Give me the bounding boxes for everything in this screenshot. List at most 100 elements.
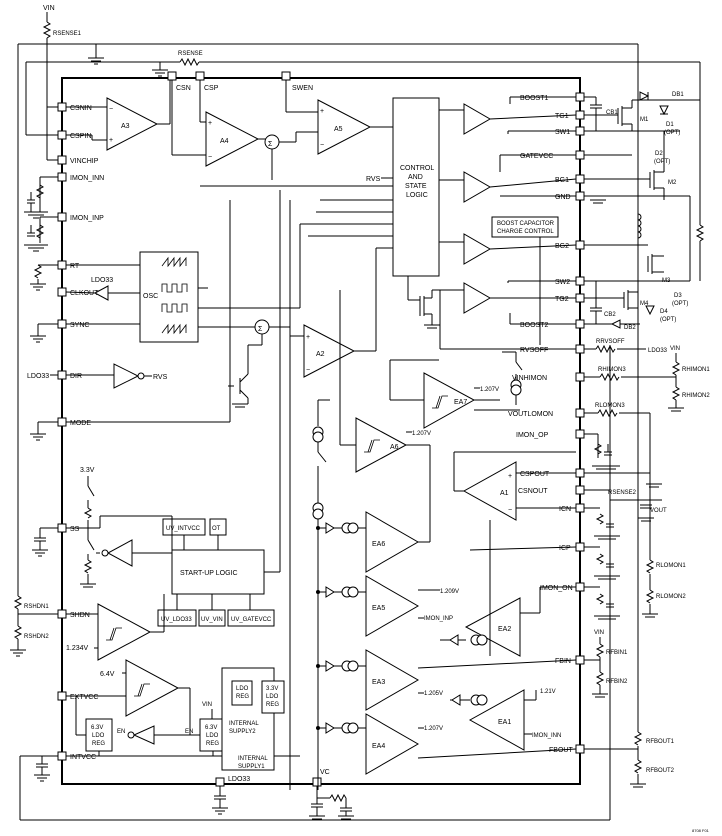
amp-a2: A2 + − [290,247,393,378]
pin-icn: ICN [559,506,571,513]
schematic-label: 1.209V [440,589,459,595]
schematic-label: − [320,142,324,149]
amp-a5: A5 + − [285,80,393,155]
schematic-label: RLOMON1 [656,563,686,569]
schematic-label: 1.205V [424,691,443,697]
schematic-label: RFBIN2 [606,679,628,685]
schematic-label: 3.3V [266,686,278,692]
rshdn2-label: RSHDN2 [24,634,49,640]
schematic-label: EA3 [372,679,385,686]
schematic-label: RHIMON3 [598,367,626,373]
schematic-label: D4 [660,309,668,315]
schematic-label: RSENSE2 [608,490,637,496]
summer-top: Σ [264,131,318,180]
rsense-top-label: RSENSE [178,51,203,57]
schematic-label: + [508,473,512,480]
schematic-label: LDO [92,733,105,739]
pin-bg2: BG2 [555,243,569,250]
schematic-label: Σ [258,326,263,333]
schematic-label: A3 [121,123,130,130]
right-external: RRVSOFF LDO33 VIN RHIMON1 RHIMON2 RHIMON… [584,339,710,833]
schematic-label: 1.207V [424,726,443,732]
schematic-label: RVS [153,374,168,381]
pin-clkout: CLKOUT [70,290,99,297]
amp-ea7: EA7 1.207V [389,359,520,429]
schematic-label: OT [212,526,221,532]
gate-drivers [439,96,577,325]
schematic-label: M4 [640,301,649,307]
summer-lower: Σ [254,319,290,345]
schematic-label: SUPPLY2 [229,729,256,735]
pin-cspout: CSPOUT [520,471,550,478]
schematic-label: REG [92,741,105,747]
pin-gnd: GND [555,194,571,201]
schematic-label: 1.21V [540,689,556,695]
error-amp-couplers [289,200,366,790]
schematic-label: 1.207V [480,387,499,393]
pin-boost1: BOOST1 [520,95,549,102]
amp-a4: A4 + − [171,80,266,167]
schematic-label: RRVSOFF [596,339,625,345]
amp-a6: A6 1.207V [339,290,431,473]
dir-inverter: RVS [66,363,168,389]
pin-fbout: FBOUT [549,747,573,754]
schematic-label: LDO [236,686,249,692]
schematic-label: EA4 [372,743,385,750]
schematic-label: VIN [670,346,680,352]
schematic-label: EA7 [454,399,467,406]
schematic-label: VIN [594,630,604,636]
oscillator: OSC [66,223,312,343]
vin-top-supply: VIN RSENSE1 [42,5,639,560]
boost-cap-control: BOOST CAPACITOR CHARGE CONTROL [491,216,559,345]
pin-icp: ICP [559,545,571,552]
schematic-label: + [320,108,324,115]
pin-intvcc: INTVCC [70,754,96,761]
schematic-label: − [508,507,512,514]
pin-gatevcc: GATEVCC [520,153,553,160]
pin-csn: CSN [176,85,191,92]
schematic-label: A5 [334,126,343,133]
schematic-label: 6.3V [205,725,217,731]
ss-circuit: 3.3V [66,467,173,588]
schematic-label: REG [266,702,279,708]
schematic-label: EA1 [498,719,511,726]
schematic-label: + [306,334,310,341]
pin-sync: SYNC [70,322,89,329]
amp-a3: A3 − + [66,80,171,151]
pin-csp-box [195,71,205,81]
schematic-label: EA6 [372,541,385,548]
pin-csnin: CSNIN [70,105,92,112]
schematic-label: (OPT) [660,317,676,323]
pin-vinchip: VINCHIP [70,158,99,165]
bottom-pins: LDO33 VC [212,769,354,820]
schematic-label: 6.4V [100,671,115,678]
pin-swen: SWEN [292,85,313,92]
ldo-blocks: 6.3V LDO REG EN EN VIN 6.3V LDO REG LDO … [66,667,300,771]
pin-vc: VC [320,769,330,776]
schematic-label: BOOST CAPACITOR [497,221,555,227]
switch-ea7 [502,351,523,405]
dir-ldo33: LDO33 [27,373,49,380]
schematic-label: CONTROL [400,165,434,172]
schematic-label: Σ [268,141,273,148]
schematic-label: CB1 [606,110,618,116]
left-external: LDO33 RSHDN1 RSHDN2 [10,43,611,821]
schematic-label: EN [117,729,125,735]
left-pins: CSNIN CSPIN VINCHIP IMON_INN IMON_INP RT… [57,102,104,761]
schematic-label: D1 [666,122,674,128]
schematic-label: RFBOUT1 [646,739,675,745]
schematic-label: 1.234V [66,645,89,652]
schematic-label: RFBOUT2 [646,768,675,774]
schematic-label: A1 [500,490,509,497]
schematic-label: AND [408,174,423,181]
schematic-label: M1 [640,117,649,123]
schematic-label: − [306,367,310,374]
schematic-label: INTERNAL [238,756,268,762]
pin-imon-on: IMON_ON [540,585,573,592]
pin-tg1: TG1 [555,113,569,120]
pin-ss: SS [70,526,80,533]
schematic-label: RLOMON2 [656,594,686,600]
vin-top-label: VIN [43,5,55,12]
schematic-label: (OPT) [664,130,680,136]
